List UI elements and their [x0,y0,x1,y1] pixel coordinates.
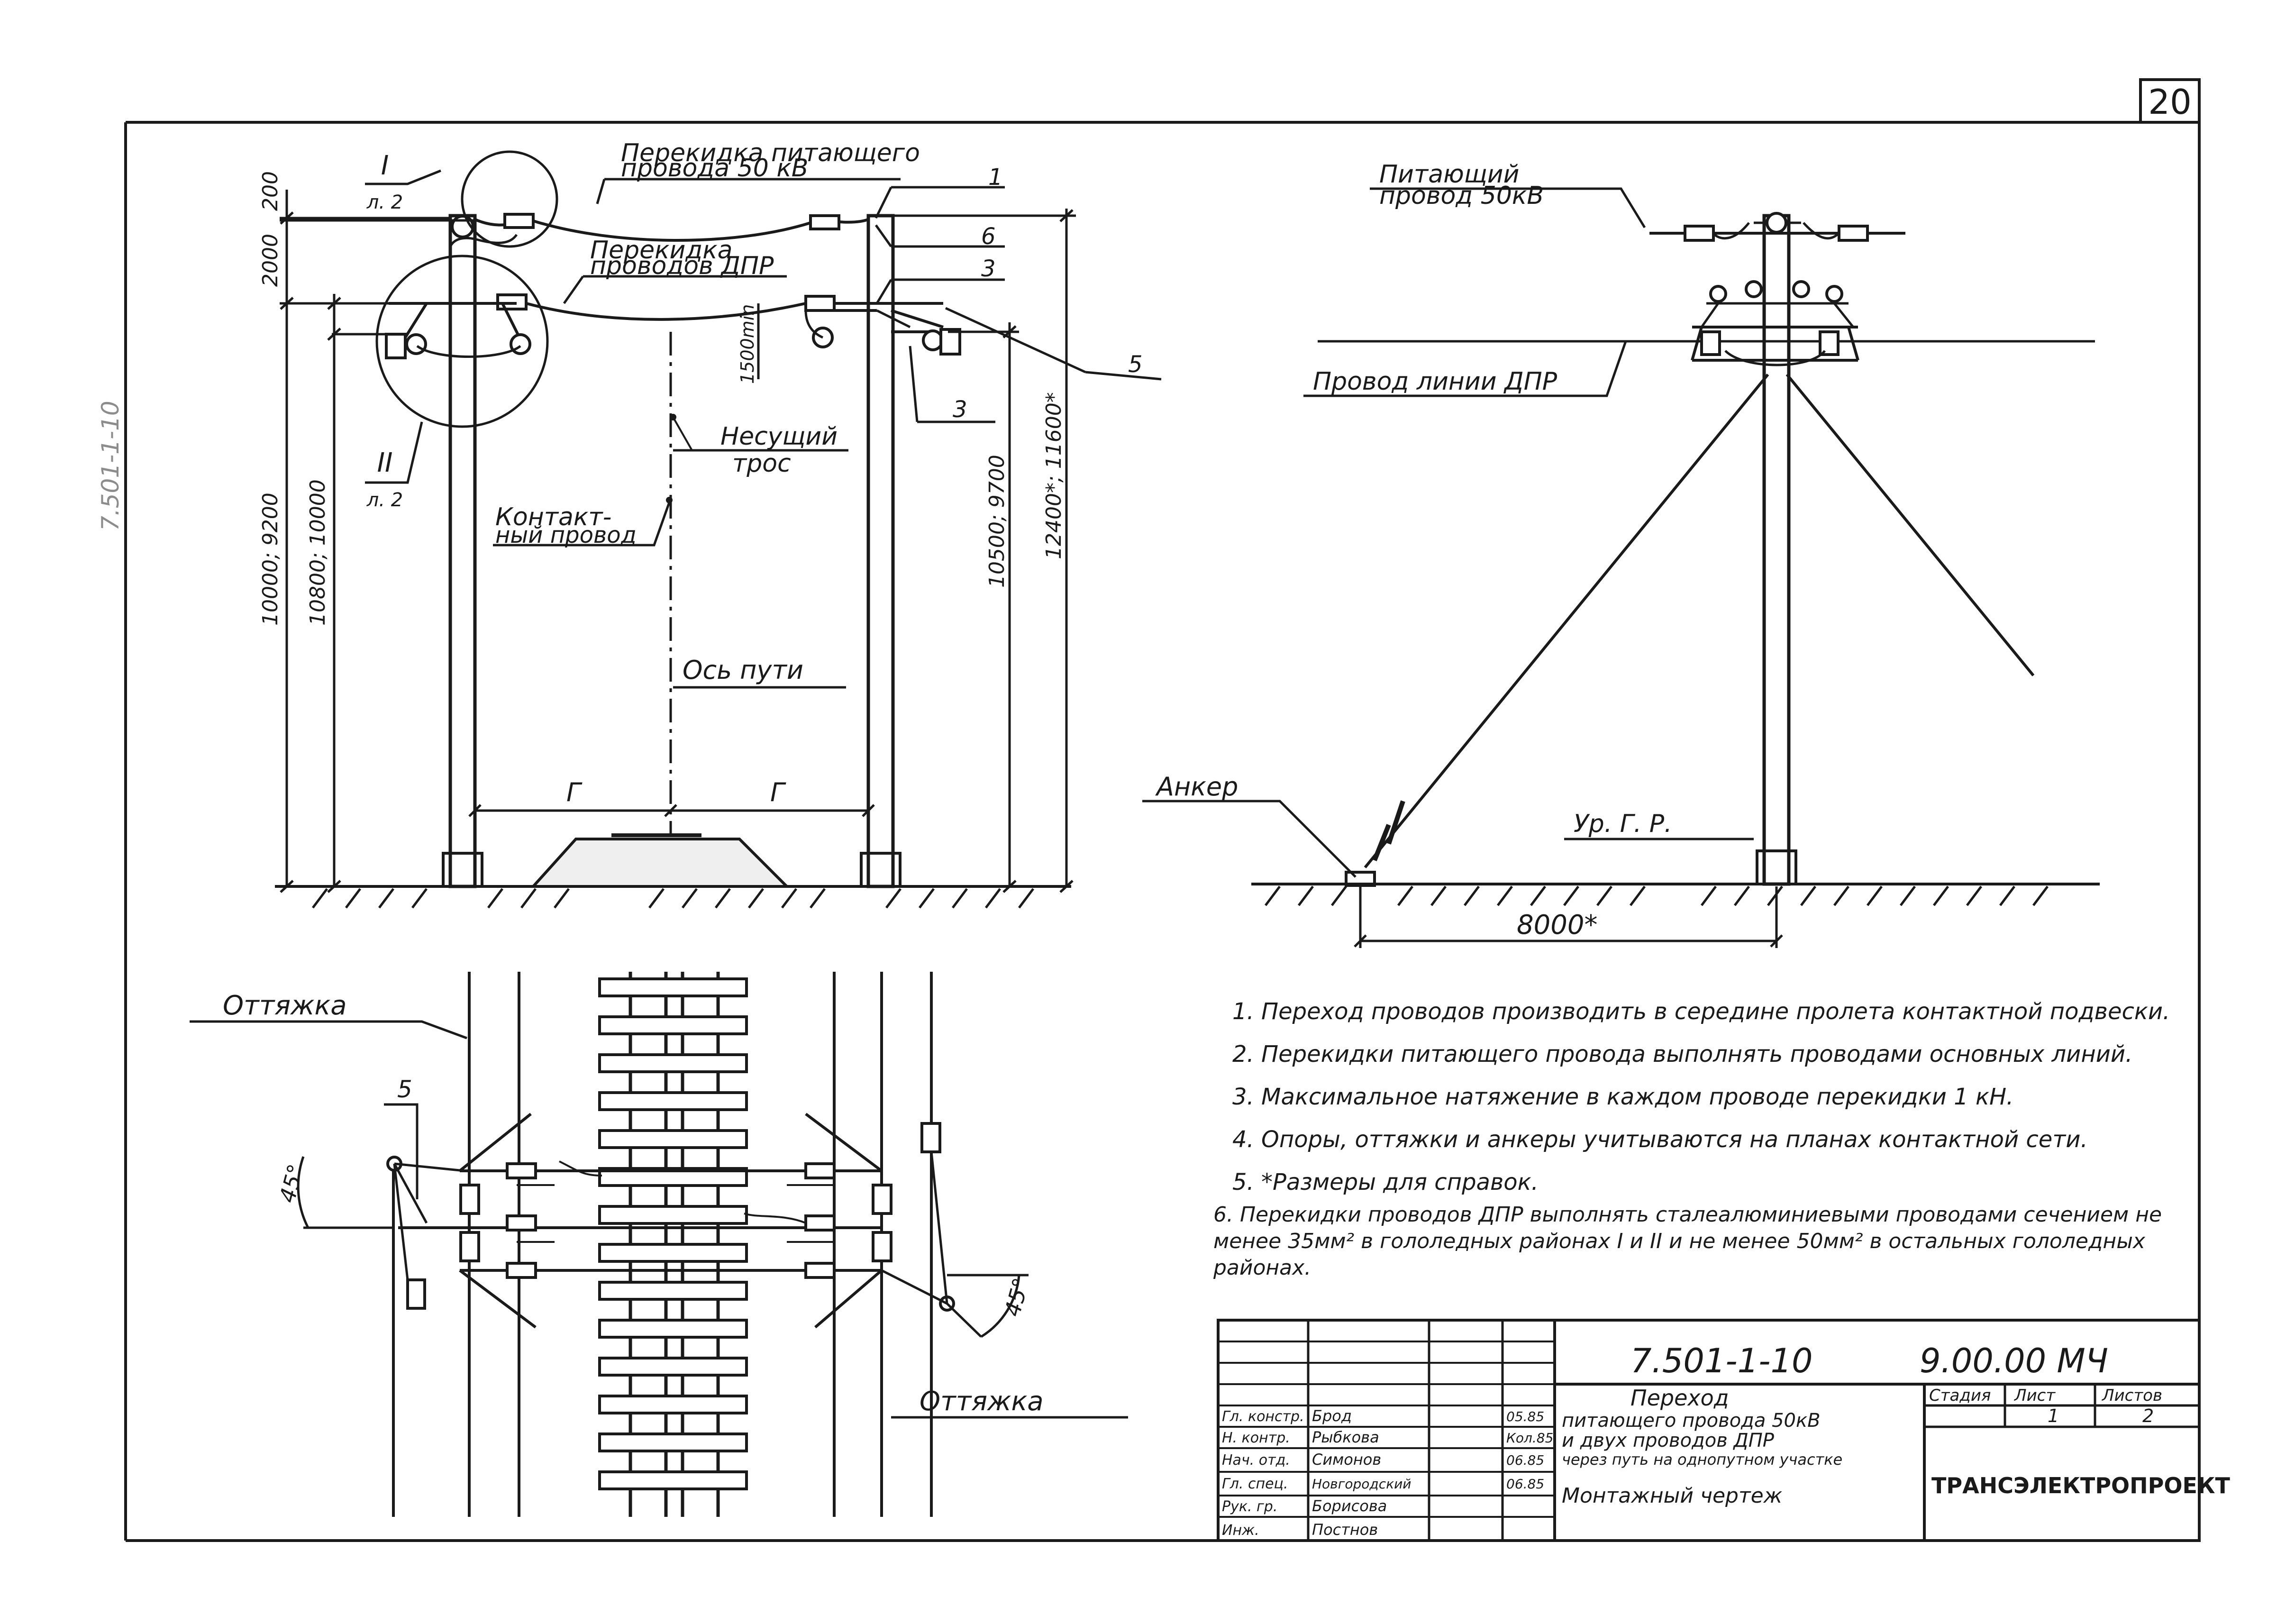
label-feeder-jump-1: Перекидка питающего [621,139,920,167]
doc-code: 7.501-1-10 [1630,1341,1813,1380]
plan-pos-5: 5 [397,1076,412,1103]
staff-row-2: Н. контр. Рыбкова Кол.85 [1222,1428,1553,1446]
sheets-value: 2 [2142,1405,2154,1426]
dim-1500: 1500min [737,304,758,384]
title-line-2: питающего провода 50кВ [1562,1410,1821,1432]
ballast [530,838,791,888]
dim-gauge-right: Г [770,777,786,807]
label-messenger-2: трос [732,449,791,478]
callout-I-sheet: л. 2 [366,192,403,213]
staff-role: Гл. констр. [1222,1408,1304,1425]
col-sheet: Лист [2013,1386,2056,1405]
front-view: I л. 2 II л. 2 Перекидка питающего прово… [258,139,1162,909]
dim-left-inner: 10000; 9200 [258,493,282,626]
staff-name: Постнов [1312,1521,1378,1539]
dim-right-inner: 10500; 9700 [985,455,1009,588]
side-label-dpr: Провод линии ДПР [1313,367,1557,396]
note-2: 2. Перекидки питающего провода выполнять… [1232,1041,2132,1067]
staff-date: 06.85 [1506,1452,1544,1468]
pos-1: 1 [988,164,1003,191]
staff-date: Кол.85 [1506,1430,1553,1446]
drawing-type: Монтажный чертеж [1562,1484,1783,1508]
note-1: 1. Переход проводов производить в середи… [1232,998,2170,1025]
pos-3a: 3 [981,255,996,282]
sheet-number: 20 [2148,82,2192,122]
side-guy-left [1364,374,1769,868]
staff-name: Брод [1312,1407,1352,1425]
staff-name: Рыбкова [1312,1428,1379,1446]
callout-II-label: II [377,447,392,478]
dim-left-outer: 10800; 10000 [306,479,330,626]
staff-role: Гл. спец. [1222,1476,1288,1492]
dim-right-outer: 12400*; 11600* [1042,392,1066,559]
side-view: Питающий провод 50кВ Провод линии ДПР Ан… [1142,160,2100,948]
plan-label-guy-top: Оттяжка [223,990,347,1021]
side-note: 7.501-1-10 [97,401,124,531]
plan-angle-right: 45° [999,1275,1034,1319]
pos-6: 6 [981,223,996,250]
dim-gauge-left: Г [566,777,583,807]
plan-label-guy-bottom: Оттяжка [920,1386,1044,1417]
staff-row-3: Нач. отд. Симонов 06.85 [1222,1451,1544,1469]
note-5: 5. *Размеры для справок. [1232,1169,1539,1195]
callout-II-sheet: л. 2 [366,489,403,511]
side-label-feeder-2: провод 50кВ [1379,182,1544,210]
title-block: Гл. констр. Брод 05.85 Н. контр. Рыбкова… [1217,1319,2230,1542]
note-6: 6. Перекидки проводов ДПР выполнять стал… [1213,1203,2162,1280]
left-pole [448,214,477,888]
col-sheets: Листов [2101,1386,2162,1405]
staff-name: Борисова [1312,1497,1387,1515]
staff-role: Нач. отд. [1222,1452,1290,1469]
staff-role: Рук. гр. [1222,1498,1277,1515]
side-dim-8000: 8000* [1517,910,1598,940]
callout-circle-I [461,150,558,248]
title-line-4: через путь на однопутном участке [1562,1451,1842,1469]
staff-row-6: Инж. Постнов [1222,1521,1378,1539]
staff-row-5: Рук. гр. Борисова [1222,1497,1387,1515]
staff-name: Симонов [1312,1451,1381,1469]
staff-row-1: Гл. констр. Брод 05.85 [1222,1407,1544,1425]
plan-view: 45° 45° Оттяжка 5 Оттяжка [190,972,1128,1517]
staff-date: 05.85 [1506,1409,1544,1424]
note-3: 3. Максимальное натяжение в каждом прово… [1232,1084,2013,1110]
staff-date: 06.85 [1506,1476,1544,1492]
label-contact-1: Контакт- [495,503,611,531]
dim-200: 200 [258,171,282,211]
plan-angle-left: 45° [274,1161,309,1205]
pos-3b: 3 [953,396,967,423]
staff-role: Инж. [1222,1522,1259,1539]
label-dpr-jump-2: проводов ДПР [590,252,774,280]
label-feeder-jump-2: провода 50 кВ [621,154,808,182]
note-4: 4. Опоры, оттяжки и анкеры учитываются н… [1232,1126,2088,1153]
label-track-axis: Ось пути [683,655,803,685]
pos-5: 5 [1128,351,1143,378]
sheet-value: 1 [2048,1405,2059,1426]
side-pole [1762,214,1791,886]
title-line-1: Переход [1630,1385,1729,1411]
dim-2000: 2000 [258,234,282,287]
label-messenger-1: Несущий [720,422,838,451]
side-label-anchor: Анкер [1155,772,1238,802]
callout-I-label: I [381,150,389,181]
col-stage: Стадия [1929,1386,1991,1405]
label-contact-2: ный провод [495,522,637,548]
staff-row-4: Гл. спец. Новгородский 06.85 [1222,1476,1544,1492]
sleepers [598,977,748,1490]
sheet-code: 9.00.00 МЧ [1920,1341,2108,1380]
side-guy-right [1785,374,2035,676]
staff-name: Новгородский [1312,1476,1412,1492]
side-label-feeder-1: Питающий [1379,160,1519,189]
organization: ТРАНСЭЛЕКТРОПРОЕКТ [1931,1473,2230,1498]
title-line-3: и двух проводов ДПР [1562,1430,1775,1451]
callout-circle-II [375,255,549,428]
notes-block: 1. Переход проводов производить в середи… [1213,998,2170,1280]
side-label-ground: Ур. Г. Р. [1574,810,1672,838]
label-dpr-jump-1: Перекидка [590,236,733,265]
staff-role: Н. контр. [1222,1430,1290,1446]
